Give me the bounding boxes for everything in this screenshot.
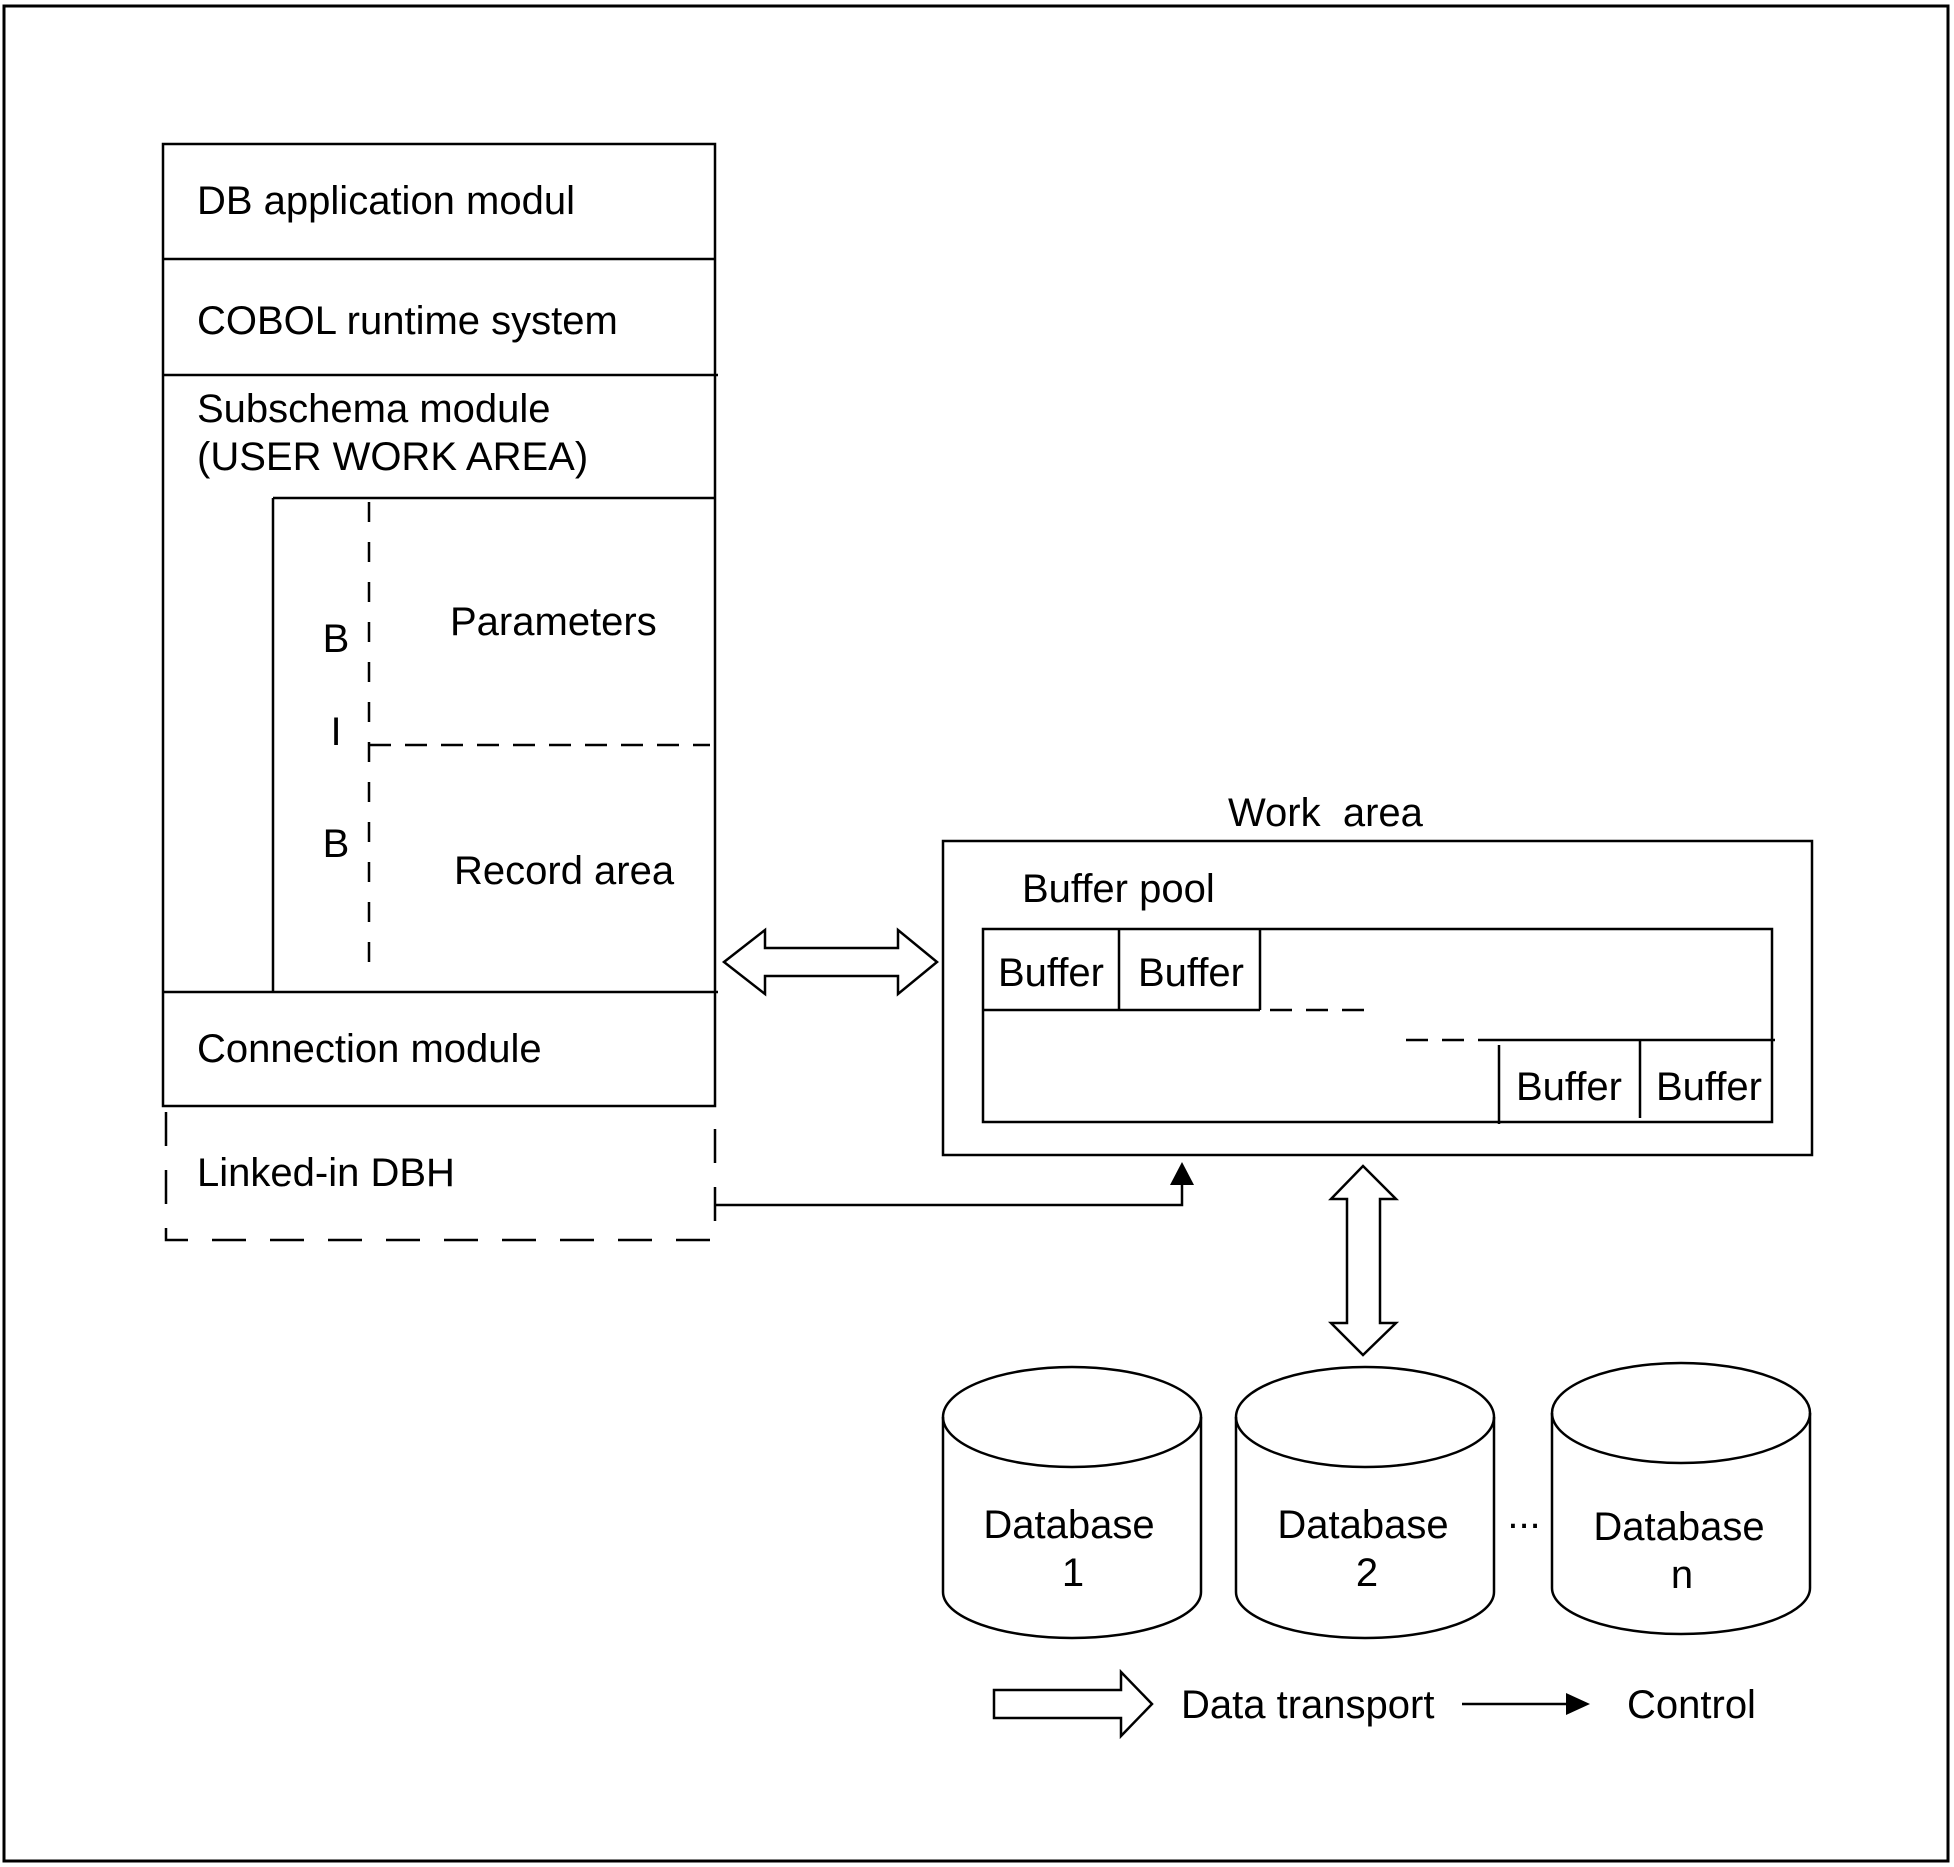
db-application-label: DB application modul bbox=[197, 179, 575, 223]
bib-letter-1: B bbox=[323, 617, 350, 661]
database-ellipsis: ... bbox=[1507, 1493, 1540, 1537]
database-2-number: 2 bbox=[1356, 1551, 1378, 1595]
buffer-3-label: Buffer bbox=[1516, 1065, 1622, 1109]
bib-letter-3: B bbox=[323, 822, 350, 866]
linked-in-dbh-label: Linked-in DBH bbox=[197, 1151, 455, 1195]
database-2-label: Database bbox=[1277, 1503, 1448, 1547]
database-n-cylinder bbox=[1550, 1413, 1812, 1636]
control-line-dbh-to-work-area bbox=[715, 1183, 1184, 1207]
database-2-top bbox=[1234, 1365, 1496, 1469]
database-1-cylinder bbox=[941, 1417, 1203, 1640]
work-area: Work area Buffer pool Buffer Buffer Buff… bbox=[941, 791, 1814, 1157]
data-transport-arrow-vertical bbox=[1327, 1164, 1400, 1357]
legend-control-arrowhead bbox=[1566, 1693, 1590, 1715]
parameters-label: Parameters bbox=[450, 600, 657, 644]
legend-data-transport-arrow bbox=[992, 1668, 1154, 1740]
record-area-label: Record area bbox=[454, 849, 675, 893]
database-2-cylinder bbox=[1234, 1417, 1496, 1640]
legend-control-label: Control bbox=[1627, 1683, 1756, 1727]
buffer-2-label: Buffer bbox=[1138, 951, 1244, 995]
database-n-label: Database bbox=[1593, 1505, 1764, 1549]
legend: Data transport Control bbox=[992, 1668, 1756, 1740]
buffer-pool-box bbox=[981, 927, 1774, 1124]
subschema-label-line2: (USER WORK AREA) bbox=[197, 435, 588, 479]
cobol-runtime-label: COBOL runtime system bbox=[197, 299, 618, 343]
application-stack-box bbox=[161, 142, 717, 1108]
buffer-pool-label: Buffer pool bbox=[1022, 867, 1215, 911]
buffer-4-label: Buffer bbox=[1656, 1065, 1762, 1109]
work-area-box bbox=[941, 839, 1814, 1157]
database-n-number: n bbox=[1671, 1553, 1693, 1597]
legend-data-transport-label: Data transport bbox=[1181, 1683, 1434, 1727]
bib-letter-2: I bbox=[330, 710, 341, 754]
database-1-label: Database bbox=[983, 1503, 1154, 1547]
database-2: Database 2 bbox=[1234, 1365, 1496, 1640]
subschema-label-line1: Subschema module bbox=[197, 387, 551, 431]
outer-frame bbox=[2, 4, 1950, 1863]
database-n: Database n bbox=[1550, 1361, 1812, 1636]
work-area-title: Work area bbox=[1228, 791, 1424, 835]
buffer-1-label: Buffer bbox=[998, 951, 1104, 995]
control-arrowhead-work-area bbox=[1170, 1162, 1194, 1185]
database-1-top bbox=[941, 1365, 1203, 1469]
database-1-number: 1 bbox=[1062, 1551, 1084, 1595]
connection-module-label: Connection module bbox=[197, 1027, 542, 1071]
linked-in-dbh-box bbox=[164, 1112, 717, 1242]
data-transport-arrow-horizontal bbox=[721, 927, 939, 997]
database-n-top bbox=[1550, 1361, 1812, 1465]
application-stack: DB application modul COBOL runtime syste… bbox=[161, 142, 718, 1242]
database-1: Database 1 bbox=[941, 1365, 1203, 1640]
